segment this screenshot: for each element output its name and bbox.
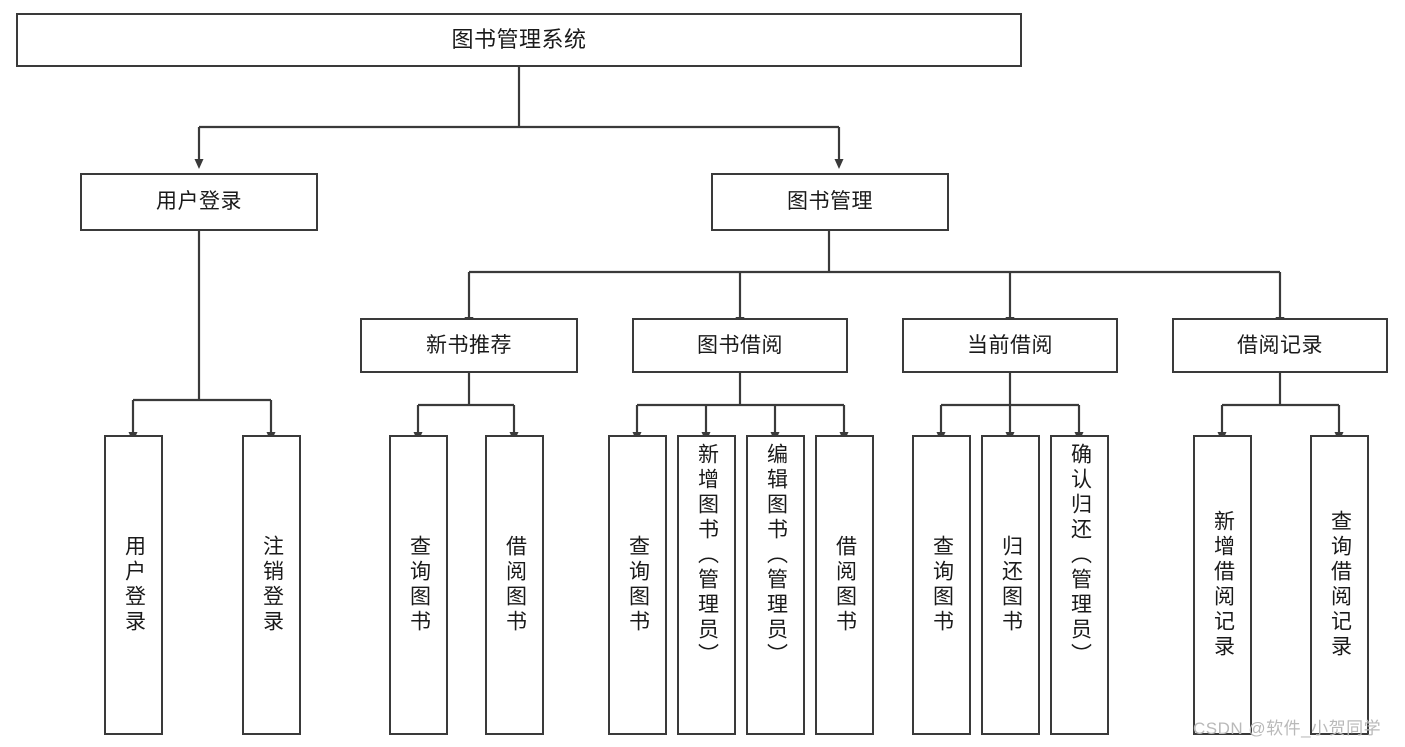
- leaf-label: 查询图书: [626, 535, 650, 635]
- node-current-borrow-label: 当前借阅: [967, 333, 1053, 357]
- leaf-book-borrow-add-book-admin[interactable]: 新增图书（管理员）: [677, 435, 736, 735]
- leaf-label: 编辑图书（管理员）: [764, 443, 788, 668]
- csdn-watermark: CSDN @软件_小贺同学: [1193, 719, 1382, 738]
- node-book-management[interactable]: 图书管理: [711, 173, 949, 231]
- node-user-login-label: 用户登录: [156, 190, 242, 214]
- leaf-user-login-logout[interactable]: 注销登录: [242, 435, 301, 735]
- leaf-book-borrow-query-book[interactable]: 查询图书: [608, 435, 667, 735]
- leaf-borrow-record-query-record[interactable]: 查询借阅记录: [1310, 435, 1369, 735]
- leaf-label: 查询借阅记录: [1328, 510, 1352, 660]
- leaf-label: 新增图书（管理员）: [695, 443, 719, 668]
- leaf-label: 查询图书: [407, 535, 431, 635]
- leaf-user-login-login[interactable]: 用户登录: [104, 435, 163, 735]
- node-borrow-record[interactable]: 借阅记录: [1172, 318, 1388, 373]
- node-book-borrow-label: 图书借阅: [697, 333, 783, 357]
- node-new-book-recommend-label: 新书推荐: [426, 333, 512, 357]
- node-root-label: 图书管理系统: [451, 26, 587, 52]
- leaf-current-borrow-return-book[interactable]: 归还图书: [981, 435, 1040, 735]
- leaf-label: 用户登录: [122, 535, 146, 635]
- node-borrow-record-label: 借阅记录: [1237, 333, 1323, 357]
- leaf-current-borrow-confirm-return-admin[interactable]: 确认归还（管理员）: [1050, 435, 1109, 735]
- node-book-management-label: 图书管理: [787, 190, 873, 214]
- leaf-borrow-record-add-record[interactable]: 新增借阅记录: [1193, 435, 1252, 735]
- node-root-book-management-system[interactable]: 图书管理系统: [16, 13, 1022, 67]
- node-user-login[interactable]: 用户登录: [80, 173, 318, 231]
- leaf-label: 查询图书: [930, 535, 954, 635]
- leaf-label: 确认归还（管理员）: [1068, 443, 1092, 668]
- leaf-book-borrow-borrow-book[interactable]: 借阅图书: [815, 435, 874, 735]
- node-new-book-recommend[interactable]: 新书推荐: [360, 318, 578, 373]
- node-current-borrow[interactable]: 当前借阅: [902, 318, 1118, 373]
- leaf-label: 借阅图书: [503, 535, 527, 635]
- leaf-book-borrow-edit-book-admin[interactable]: 编辑图书（管理员）: [746, 435, 805, 735]
- node-book-borrow[interactable]: 图书借阅: [632, 318, 848, 373]
- leaf-new-book-query-book[interactable]: 查询图书: [389, 435, 448, 735]
- leaf-label: 注销登录: [260, 535, 284, 635]
- leaf-current-borrow-query-book[interactable]: 查询图书: [912, 435, 971, 735]
- leaf-label: 借阅图书: [833, 535, 857, 635]
- leaf-new-book-borrow-book[interactable]: 借阅图书: [485, 435, 544, 735]
- leaf-label: 新增借阅记录: [1211, 510, 1235, 660]
- leaf-label: 归还图书: [999, 535, 1023, 635]
